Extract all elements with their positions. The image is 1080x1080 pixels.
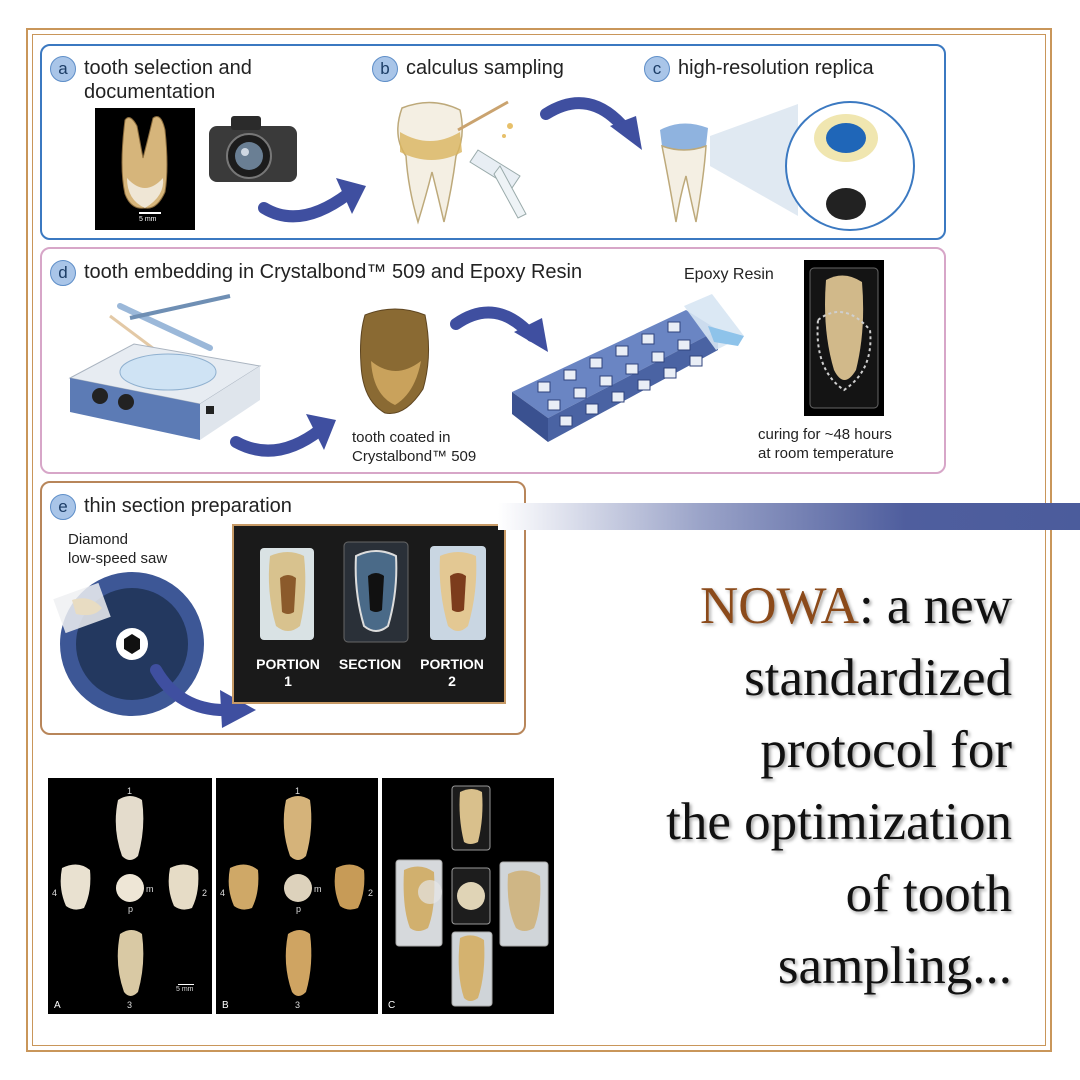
photo-letter-c: C [388,1000,396,1011]
headline-line2: standardized [744,649,1012,707]
thin-sections-drawing [260,541,486,643]
step-e-label: thin section preparation [84,495,292,517]
badge-b: b [372,56,398,82]
curing-caption-line1: curing for ~48 hours [758,426,892,443]
replica-illustration [660,101,915,231]
badge-c: c [644,56,670,82]
camera-icon [209,116,297,182]
saw-caption-line1: Diamond [68,531,129,548]
step-c-heading: c high-resolution replica [644,56,874,82]
step-d-heading: d tooth embedding in Crystalbond™ 509 an… [50,260,582,286]
portion-1-label-line2: 1 [284,673,292,689]
portion-2-label-line2: 2 [448,673,456,689]
a-scale-bar [178,984,194,985]
arrow-plate-to-coated [230,414,336,457]
cured-block-photo [804,260,884,416]
b-pos-1: 1 [295,786,301,796]
a-face-m: m [146,884,154,894]
headline-line3: protocol for [760,721,1012,779]
headline-line4: the optimization [666,793,1012,851]
hot-plate-illustration [68,294,262,440]
b-face-m: m [314,884,322,894]
step-d-label: tooth embedding in Crystalbond™ 509 and … [84,261,583,283]
a-face-p: p [128,904,134,914]
coated-caption: tooth coated in Crystalbond™ 509 [352,428,476,466]
b-pos-3: 3 [295,1000,301,1010]
arrow-b-to-c [540,97,642,150]
badge-e: e [50,494,76,520]
headline-line6: sampling... [777,937,1012,995]
photo-panel-a-drawing [60,796,199,996]
photo-panel-b: 1 2 3 4 m p B [216,778,378,1014]
step-b-heading: b calculus sampling [372,56,564,82]
a-pos-3: 3 [127,1000,133,1010]
saw-caption-line2: low-speed saw [68,550,168,567]
step-e-heading: e thin section preparation [50,494,292,520]
step-b-label: calculus sampling [406,57,564,79]
coated-caption-line2: Crystalbond™ 509 [352,448,477,465]
portion-1-label-line1: PORTION [256,656,320,672]
step-c-label: high-resolution replica [678,57,874,79]
coated-tooth-photo [360,308,430,414]
tooth-photo-a-drawing [121,116,168,209]
tooth-calculus-illustration [397,100,527,225]
tooth-photo-a: 5 mm [95,108,195,230]
headline-line1-rest: : a new [858,577,1012,635]
portion-2-label-line1: PORTION [420,656,484,672]
cured-block-drawing [809,267,879,409]
saw-caption: Diamond low-speed saw [68,530,167,568]
photo-panel-a: 1 2 3 4 m p 5 mm A [48,778,212,1014]
step-a-label-line1: tooth selection and [84,57,252,79]
b-pos-4: 4 [220,888,226,898]
headline-highlight: NOWA [699,577,859,635]
photo-letter-a: A [54,1000,61,1011]
badge-a: a [50,56,76,82]
outer-frame [26,28,1052,1052]
photo-letter-b: B [222,1000,229,1011]
section-label: SECTION [338,656,402,672]
b-face-p: p [296,904,302,914]
decorative-gradient-bar [498,503,1080,530]
photo-panel-b-drawing [228,796,365,996]
photo-panel-c-drawing [395,785,549,1007]
mold-tray-illustration [512,294,744,442]
b-pos-2: 2 [368,888,374,898]
inner-frame [32,34,1046,1046]
photo-panel-c: C [382,778,554,1014]
curing-caption-line2: at room temperature [758,445,894,462]
scale-bar-a [139,212,161,214]
curing-caption: curing for ~48 hours at room temperature [758,425,894,463]
arrow-a-to-b [258,178,366,223]
arrow-saw-to-sections [150,664,256,728]
step-a-label-line2: documentation [84,81,216,103]
a-scale-label: 5 mm [176,986,194,993]
headline-title: NOWA: a new standardized protocol for th… [560,570,1012,1002]
badge-d: d [50,260,76,286]
arrow-coated-to-mold [450,306,548,352]
a-pos-1: 1 [127,786,133,796]
a-pos-4: 4 [52,888,58,898]
a-pos-2: 2 [202,888,208,898]
epoxy-resin-label: Epoxy Resin [684,266,774,283]
headline-line5: of tooth [845,865,1012,923]
coated-caption-line1: tooth coated in [352,429,451,446]
scale-label-a: 5 mm [139,216,157,223]
